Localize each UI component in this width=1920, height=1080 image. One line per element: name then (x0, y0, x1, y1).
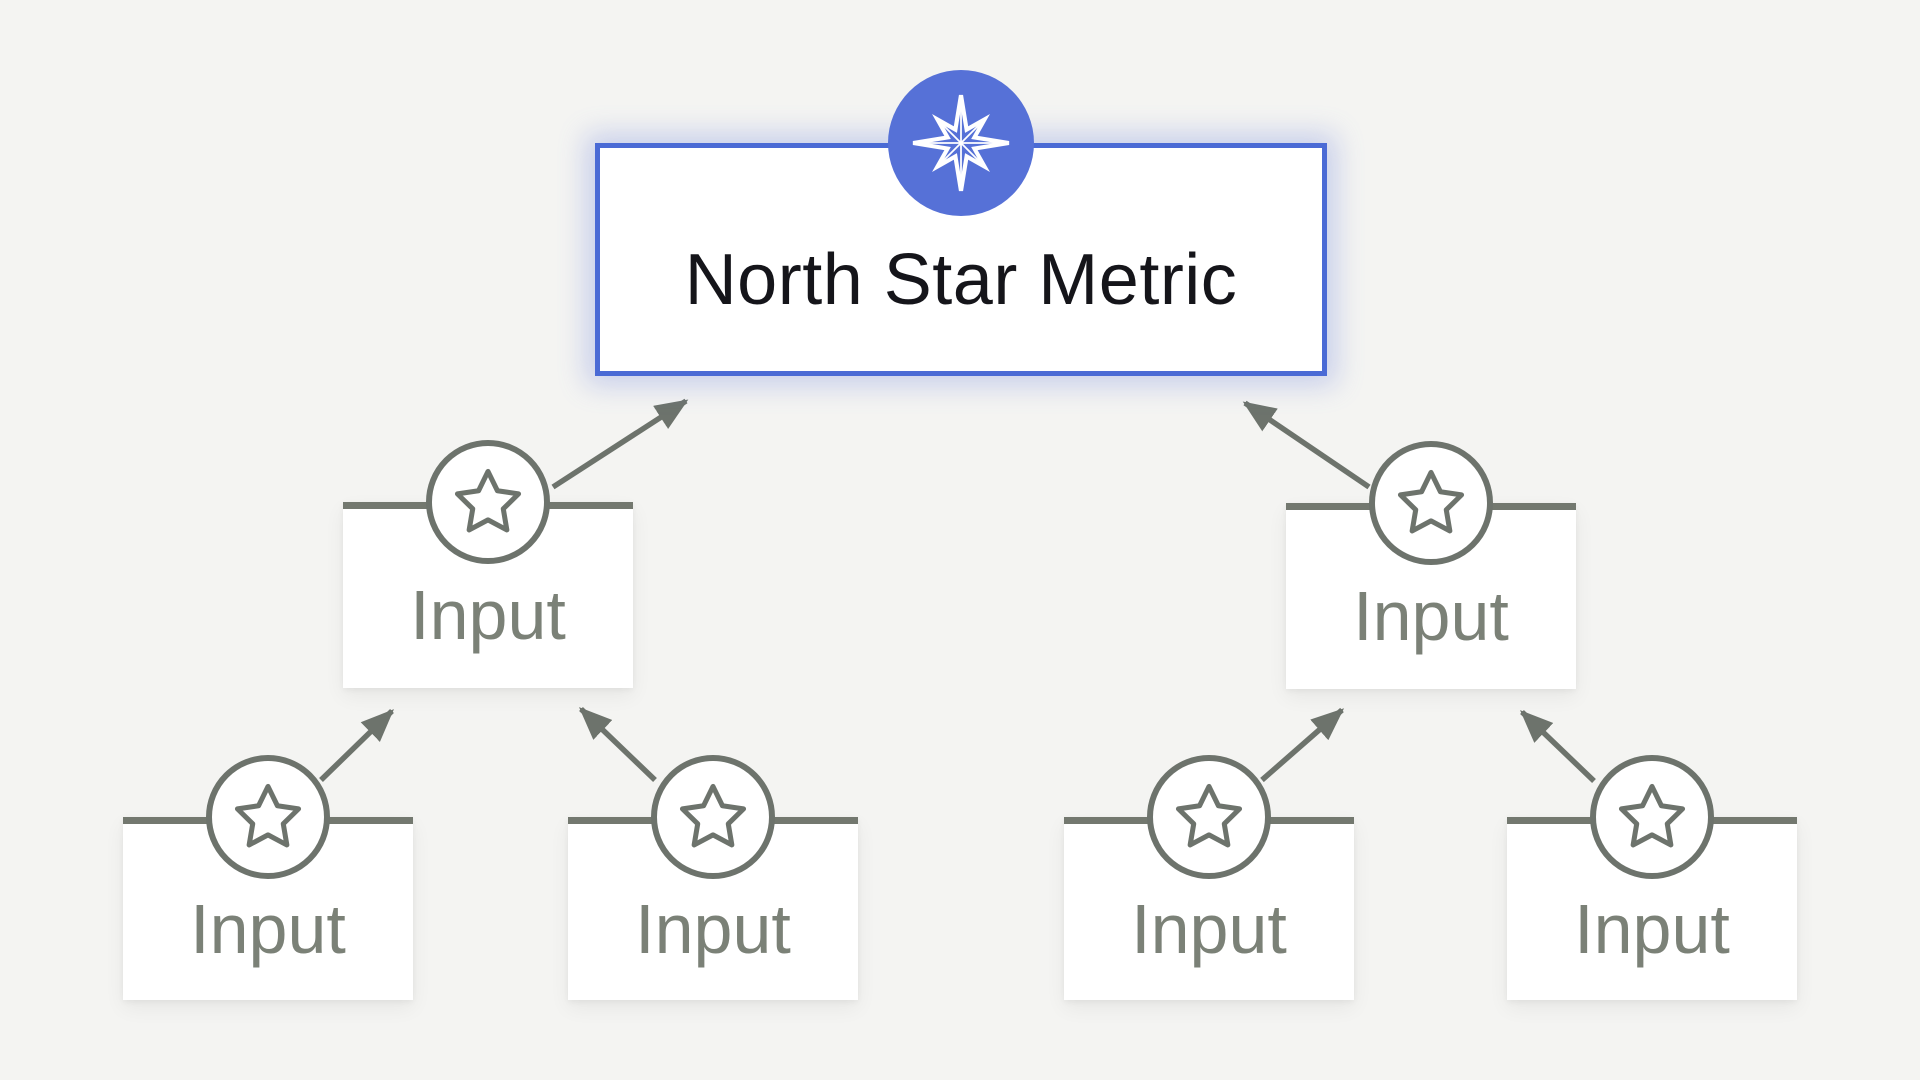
arrow-b2-to-mid-left (579, 707, 657, 782)
input-node-label: Input (190, 889, 346, 968)
arrow-b1-to-mid-left (319, 709, 394, 782)
input-badge (206, 755, 330, 879)
star-icon (1397, 469, 1465, 534)
input-badge (651, 755, 775, 879)
arrow-mid-right-to-root (1242, 400, 1371, 490)
input-badge (1590, 755, 1714, 879)
arrow-mid-left-to-root (551, 398, 689, 490)
input-node-label: Input (410, 576, 566, 654)
input-node-bottom-1: Input (123, 755, 413, 1000)
input-node-label: Input (1353, 577, 1509, 655)
star-icon (1175, 783, 1243, 848)
star-icon (234, 783, 302, 848)
input-badge (426, 440, 550, 564)
input-node-mid-right: Input (1286, 441, 1576, 689)
input-node-mid-left: Input (343, 440, 633, 688)
input-badge (1147, 755, 1271, 879)
input-node-bottom-2: Input (568, 755, 858, 1000)
star-icon (454, 468, 522, 533)
input-node-bottom-4: Input (1507, 755, 1797, 1000)
compass-star-icon (912, 94, 1010, 192)
root-node-label: North Star Metric (684, 239, 1238, 320)
input-node-label: Input (1131, 889, 1287, 968)
star-icon (1618, 783, 1686, 848)
arrow-b3-to-mid-right (1260, 707, 1345, 783)
input-badge (1369, 441, 1493, 565)
north-star-metric-node: North Star Metric (595, 70, 1327, 376)
input-node-label: Input (635, 889, 791, 968)
input-node-label: Input (1574, 889, 1730, 968)
north-star-badge (888, 70, 1034, 216)
arrow-b4-to-mid-right (1520, 710, 1596, 783)
input-node-bottom-3: Input (1064, 755, 1354, 1000)
star-icon (679, 783, 747, 848)
